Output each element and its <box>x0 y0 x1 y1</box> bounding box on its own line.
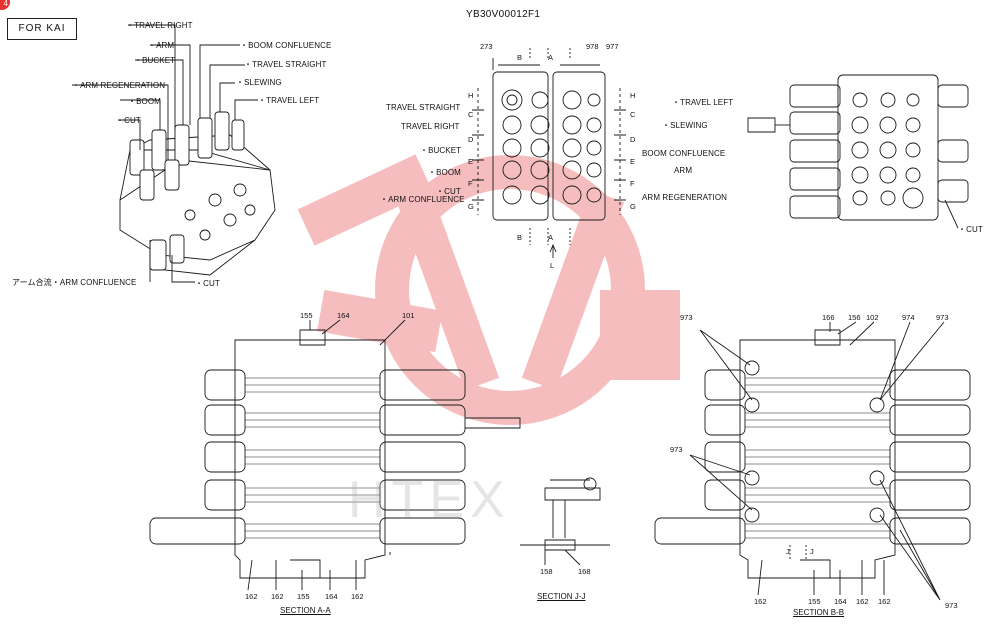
section-bb-drawing <box>654 321 971 601</box>
watermark-logo <box>297 154 680 425</box>
front-label-travel-left: ・TRAVEL LEFT <box>672 98 734 107</box>
section-jj-drawing <box>520 477 610 566</box>
bb-j-mark-left: J <box>786 547 790 556</box>
bb-top-102: 102 <box>866 313 879 322</box>
side-view-drawing <box>747 74 969 229</box>
iso-label-travel-right: ・TRAVEL RIGHT <box>126 21 193 30</box>
bb-bottom-162-b: 162 <box>856 597 869 606</box>
front-label-bucket: ・BUCKET <box>420 146 462 155</box>
jj-158: 158 <box>540 567 553 576</box>
aa-top-155: 155 <box>300 311 313 320</box>
front-label-boom: ・BOOM <box>428 168 461 177</box>
level-left-c: C <box>468 110 474 119</box>
level-left-e: E <box>468 157 474 166</box>
iso-label-cut-bottom: ・CUT <box>195 279 220 288</box>
bb-bottom-155: 155 <box>808 597 821 606</box>
aa-top-101: 101 <box>402 311 415 320</box>
bb-left-973-b: 973 <box>670 445 683 454</box>
front-part-978: 978 <box>586 42 599 51</box>
front-section-b-top: B <box>517 53 523 62</box>
level-right-h: H <box>630 91 636 100</box>
bb-j-mark-right: J <box>810 547 814 556</box>
front-part-977: 977 <box>606 42 619 51</box>
front-label-slewing: ・SLEWING <box>662 121 708 130</box>
bb-left-973-a: 973 <box>680 313 693 322</box>
level-left-g: G <box>468 202 474 211</box>
level-right-g: G <box>630 202 636 211</box>
iso-label-boom-confluence: ・BOOM CONFLUENCE <box>240 41 332 50</box>
section-aa-title: SECTION A-A <box>280 606 331 615</box>
iso-label-boom: ・BOOM <box>128 97 161 106</box>
level-right-e: E <box>630 157 636 166</box>
iso-label-arm-regeneration: ・ARM REGENERATION <box>72 81 166 90</box>
front-label-arm: ARM <box>674 166 693 175</box>
bb-top-974: 974 <box>902 313 915 322</box>
aa-bottom-162-b: 162 <box>271 592 284 601</box>
page-badge: 4 <box>0 0 10 10</box>
for-kai-box: FOR KAI <box>7 18 77 40</box>
front-label-arm-confluence: ・ARM CONFLUENCE <box>380 195 465 204</box>
front-label-travel-straight: TRAVEL STRAIGHT <box>386 103 461 112</box>
level-left-d: D <box>468 135 474 144</box>
iso-label-slewing: ・SLEWING <box>236 78 282 87</box>
iso-label-travel-straight: ・TRAVEL STRAIGHT <box>244 60 327 69</box>
bb-top-973: 973 <box>936 313 949 322</box>
iso-label-cut: ・CUT <box>116 116 141 125</box>
aa-bottom-162-c: 162 <box>351 592 364 601</box>
level-left-f: F <box>468 179 473 188</box>
bb-right-973: 973 <box>945 601 958 610</box>
front-part-273: 273 <box>480 42 493 51</box>
bb-bottom-162-c: 162 <box>878 597 891 606</box>
isometric-valve-drawing <box>72 24 276 283</box>
bb-top-166: 166 <box>822 313 835 322</box>
level-right-f: F <box>630 179 635 188</box>
front-label-boom-confluence: BOOM CONFLUENCE <box>642 149 726 158</box>
front-view-drawing <box>472 48 626 258</box>
iso-label-travel-left: ・TRAVEL LEFT <box>258 96 320 105</box>
iso-label-bucket: ・BUCKET <box>134 56 176 65</box>
watermark-text: HTEX <box>348 471 511 529</box>
level-left-h: H <box>468 91 474 100</box>
bb-bottom-162-a: 162 <box>754 597 767 606</box>
level-right-c: C <box>630 110 636 119</box>
bb-bottom-164: 164 <box>834 597 847 606</box>
bb-top-156: 156 <box>848 313 861 322</box>
front-label-cut: ・CUT <box>436 187 461 196</box>
aa-bottom-164: 164 <box>325 592 338 601</box>
section-jj-title: SECTION J-J <box>537 592 586 601</box>
aa-bottom-155: 155 <box>297 592 310 601</box>
section-aa-drawing <box>149 319 521 591</box>
side-label-cut: ・CUT <box>958 225 983 234</box>
aa-bottom-162-a: 162 <box>245 592 258 601</box>
jj-168: 168 <box>578 567 591 576</box>
front-label-arm-regeneration: ARM REGENERATION <box>642 193 728 202</box>
part-number-title: YB30V00012F1 <box>466 9 541 20</box>
level-right-d: D <box>630 135 636 144</box>
front-section-a-bottom: A <box>548 233 554 242</box>
front-label-travel-right: TRAVEL RIGHT <box>401 122 460 131</box>
front-section-a-top: A <box>548 53 554 62</box>
section-bb-title: SECTION B-B <box>793 608 845 617</box>
aa-top-164: 164 <box>337 311 350 320</box>
iso-label-arm: ・ARM <box>148 41 175 50</box>
front-section-b-bottom: B <box>517 233 523 242</box>
front-section-l: L <box>550 261 555 270</box>
iso-label-arm-confluence: アーム合流・ARM CONFLUENCE <box>12 278 137 287</box>
